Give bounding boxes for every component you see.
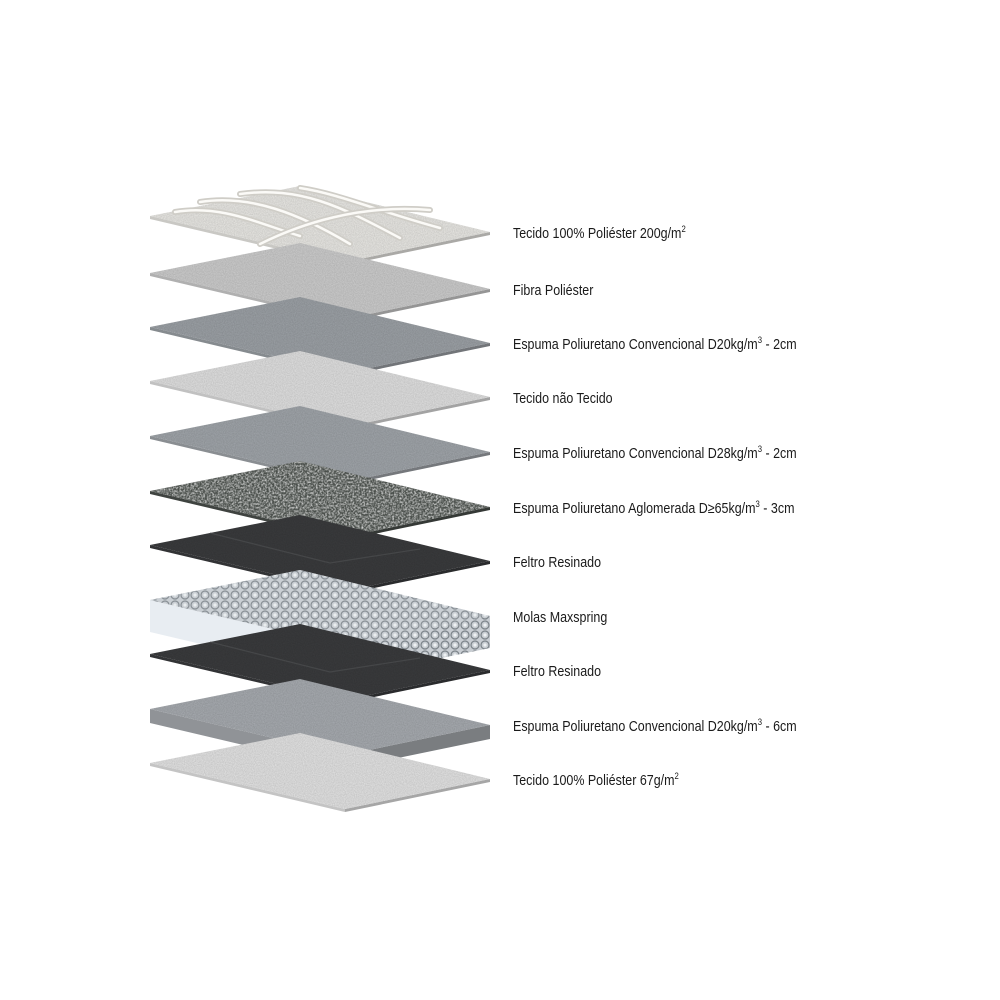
- layer-label-springs: Molas Maxspring: [513, 610, 608, 626]
- layer-label-bottom-fabric: Tecido 100% Poliéster 67g/m2: [513, 771, 679, 790]
- layer-label-polyester-fiber: Fibra Poliéster: [513, 283, 594, 299]
- layer-bottom-fabric: [150, 733, 490, 812]
- layer-label-foam-d28-2cm: Espuma Poliuretano Convencional D28kg/m3…: [513, 444, 797, 463]
- layer-label-non-woven: Tecido não Tecido: [513, 391, 613, 407]
- layer-top-fabric: [150, 185, 490, 265]
- layer-resin-felt-lower: [150, 624, 490, 703]
- layer-label-foam-d20-6cm: Espuma Poliuretano Convencional D20kg/m3…: [513, 717, 797, 736]
- layer-label-top-fabric: Tecido 100% Poliéster 200g/m2: [513, 224, 686, 243]
- layer-label-resin-felt-upper: Feltro Resinado: [513, 555, 602, 571]
- layer-label-agglomerated-foam: Espuma Poliuretano Aglomerada D≥65kg/m3 …: [513, 499, 795, 518]
- layer-label-foam-d20-2cm: Espuma Poliuretano Convencional D20kg/m3…: [513, 335, 797, 354]
- layer-foam-d20-6cm: [150, 679, 490, 769]
- layer-label-resin-felt-lower: Feltro Resinado: [513, 664, 602, 680]
